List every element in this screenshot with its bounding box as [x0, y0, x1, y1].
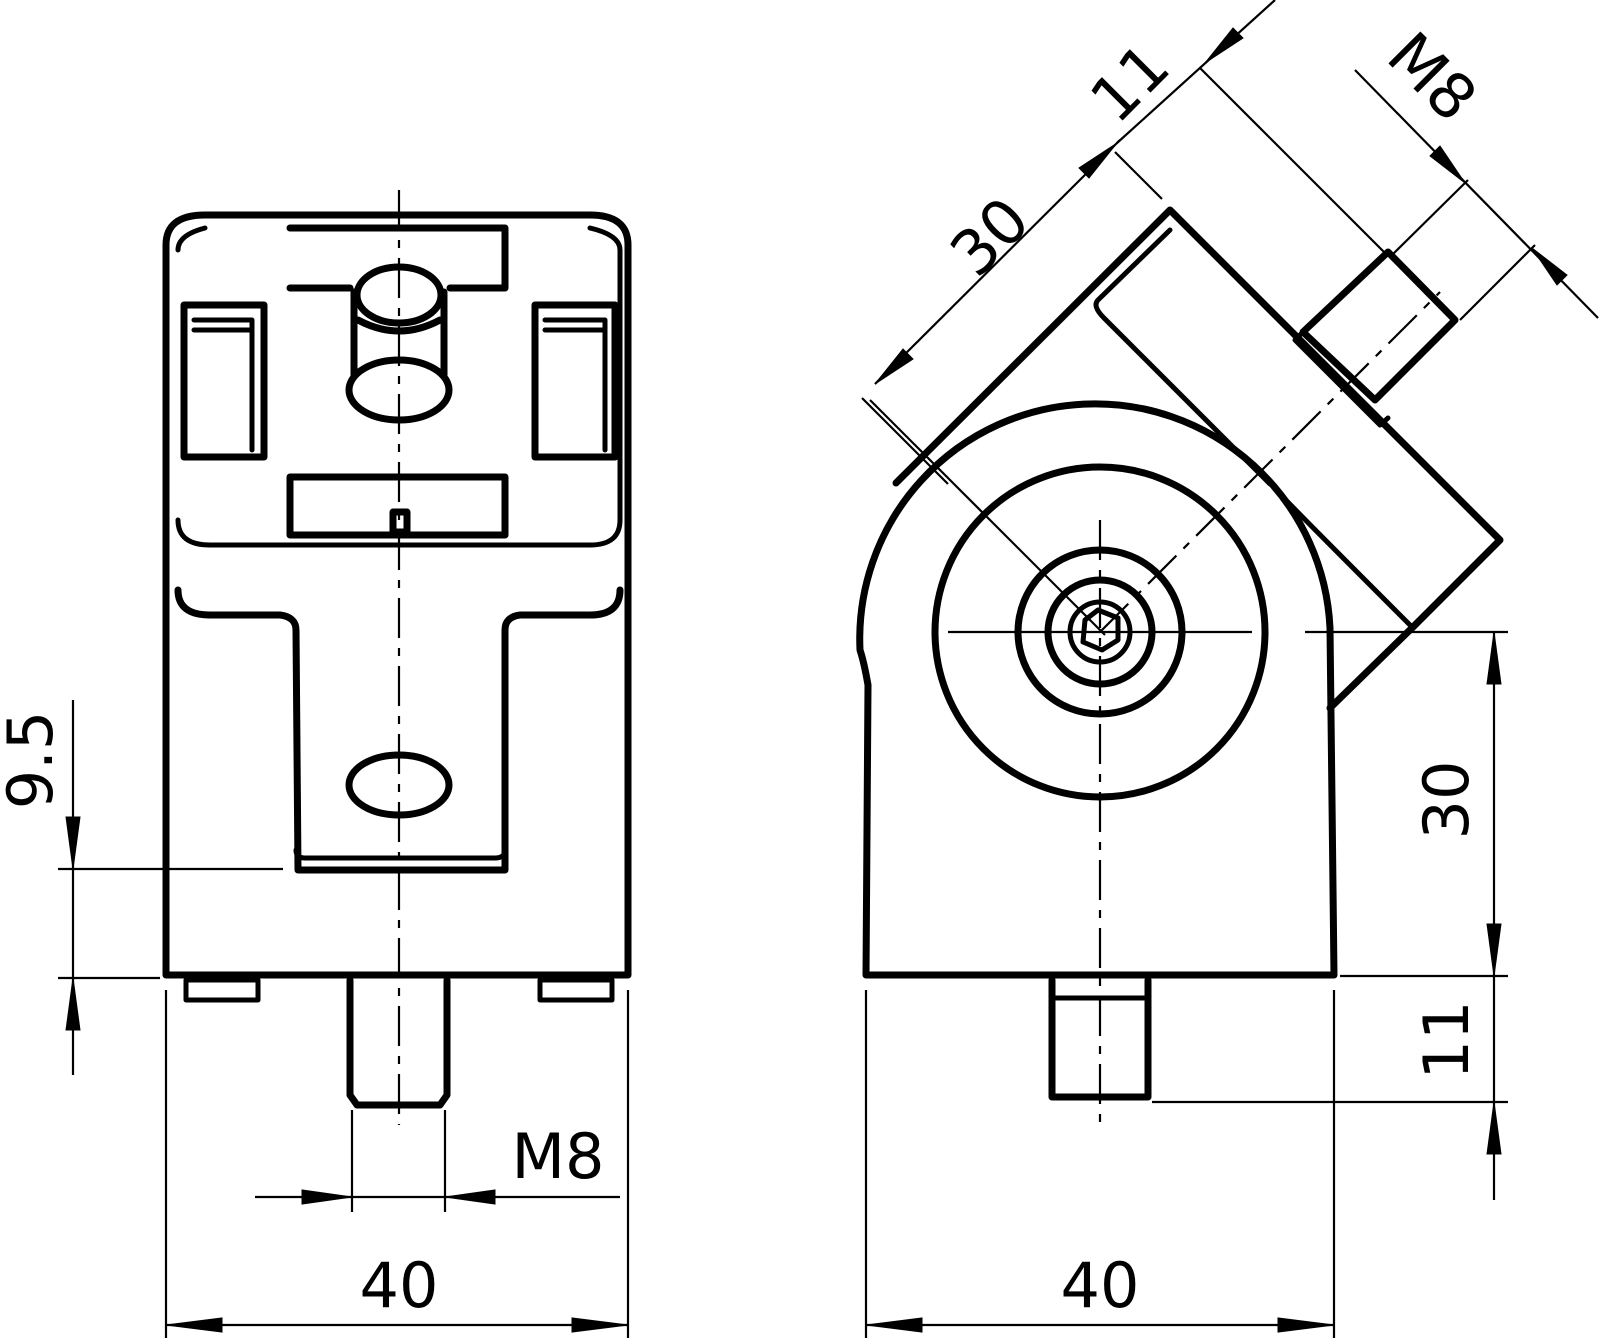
front-t-slot [174, 586, 624, 874]
front-width-arrow-right [571, 1317, 629, 1333]
front-thread-arrow-right [444, 1189, 496, 1205]
side-height-arrow-top [1486, 631, 1502, 685]
side-angled-stud-label: 11 [1076, 29, 1183, 136]
side-angled-ext-lower [861, 397, 949, 485]
front-left-foot [183, 977, 261, 1003]
front-t-slot-inner [293, 847, 508, 861]
side-angled-block-inner [1093, 227, 1413, 628]
front-right-pocket-inner [542, 317, 608, 453]
side-view: 40 30 11 30 11 M8 [856, 0, 1599, 1338]
side-width-label: 40 [1061, 1249, 1140, 1322]
side-angled-stud-arrow [1204, 27, 1244, 64]
side-center-line-diag2 [869, 399, 1106, 636]
side-stud-label: 11 [1410, 1001, 1483, 1080]
front-right-pocket [531, 301, 619, 461]
front-thread-arrow-left [301, 1189, 353, 1205]
side-angled-thread-ext-right [1459, 244, 1536, 321]
side-angled-arrow-lower [874, 348, 914, 385]
side-angled-stud-dim-line [1116, 0, 1276, 144]
front-view: 40 M8 9.5 [0, 190, 632, 1338]
front-body-outline [162, 211, 632, 979]
side-angled-thread-label: M8 [1374, 18, 1491, 135]
front-top-t-bar [286, 224, 509, 292]
side-body-outline [856, 400, 1338, 979]
side-angled-stud [1299, 248, 1459, 404]
front-offset-arrow-top [65, 816, 81, 870]
side-angled-thread-arrow-left [1429, 145, 1466, 184]
side-center-line-diag [1099, 291, 1441, 633]
side-angled-thread-arrow-right [1531, 247, 1568, 286]
side-angled-stud-ext [1199, 67, 1386, 254]
front-offset-label: 9.5 [0, 711, 67, 810]
front-width-arrow-left [165, 1317, 223, 1333]
side-stud-arrow-bottom [1486, 1101, 1502, 1155]
side-angled-block [892, 206, 1504, 712]
front-offset-arrow-bottom [65, 977, 81, 1031]
side-angled-dim-line [874, 139, 1121, 385]
front-lower-bar [286, 473, 509, 539]
side-angled-label: 30 [936, 183, 1043, 290]
front-left-pocket [180, 301, 268, 461]
side-hex-socket [1080, 607, 1121, 653]
side-width-arrow-right [1277, 1317, 1335, 1333]
side-angled-arrow-upper [1078, 142, 1118, 179]
front-left-pocket-inner [191, 317, 255, 453]
front-right-foot [537, 977, 615, 1003]
front-upper-block [175, 225, 623, 548]
side-angled-ext-upper [1114, 151, 1163, 200]
side-angled-stud-edge [1397, 262, 1443, 308]
front-thread-label: M8 [512, 1120, 605, 1193]
side-height-label: 30 [1410, 761, 1483, 840]
side-height-arrow-bottom [1486, 923, 1502, 977]
side-width-arrow-left [865, 1317, 923, 1333]
side-angled-thread-ext-left [1391, 179, 1469, 256]
side-angled-stud-base [1292, 329, 1391, 428]
front-width-label: 40 [360, 1249, 439, 1322]
